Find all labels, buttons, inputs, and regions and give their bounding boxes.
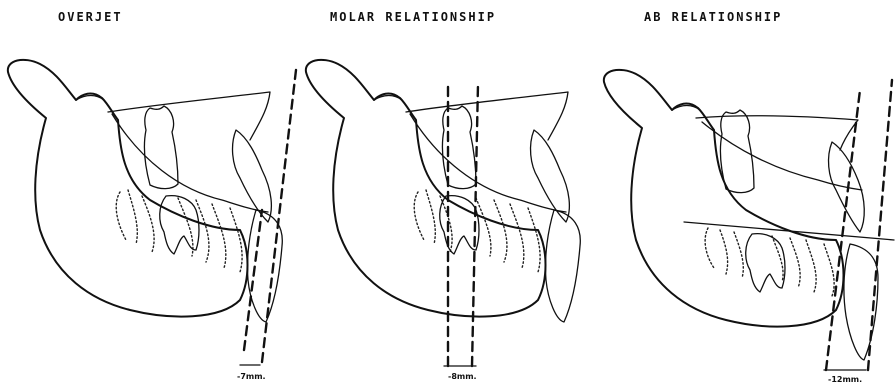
reference-line-2: [868, 80, 892, 370]
palate-curve: [112, 114, 268, 212]
lower-molar: [746, 234, 785, 292]
molar-diagram: [298, 0, 596, 387]
maxilla-line: [108, 92, 270, 140]
reference-line-2: [472, 84, 478, 366]
reference-line-1: [826, 90, 860, 370]
measurement-overjet: -7mm.: [237, 372, 266, 381]
lower-molar: [440, 196, 479, 254]
panel-title-ab: AB RELATIONSHIP: [644, 10, 782, 24]
mandible-outline: [604, 70, 844, 327]
maxilla-line: [406, 92, 568, 140]
panel-ab: AB RELATIONSHIP -12mm.: [596, 0, 894, 387]
panel-molar: MOLAR RELATIONSHIP -8mm.: [298, 0, 596, 387]
lower-teeth-outline: [414, 190, 540, 272]
upper-molar: [144, 106, 178, 189]
panel-title-molar: MOLAR RELATIONSHIP: [330, 10, 496, 24]
panel-overjet: OVERJET -7mm.: [0, 0, 298, 387]
overjet-diagram: [0, 0, 298, 387]
measurement-ab: -12mm.: [828, 375, 862, 384]
lower-incisor: [545, 210, 580, 322]
measurement-molar: -8mm.: [448, 372, 477, 381]
ab-diagram: [596, 0, 894, 387]
panel-title-overjet: OVERJET: [58, 10, 123, 24]
palate-curve: [702, 122, 862, 190]
lower-teeth-outline: [116, 190, 242, 272]
palate-curve: [410, 114, 566, 212]
reference-line-2: [262, 70, 296, 362]
upper-molar: [720, 110, 754, 193]
